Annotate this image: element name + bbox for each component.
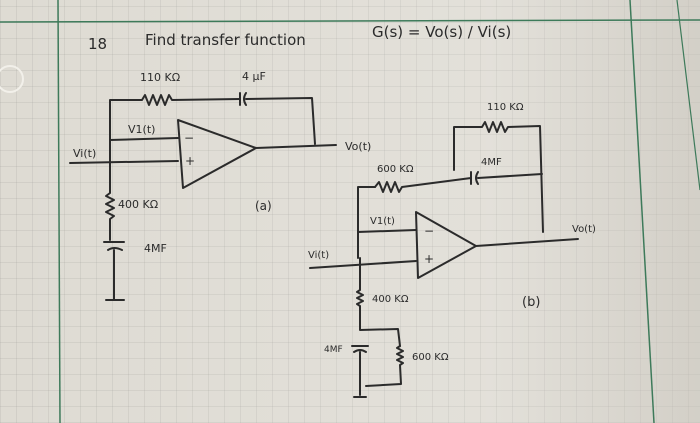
b-opamp	[415, 211, 477, 279]
b-ground-resistor-parallel	[365, 345, 404, 387]
b-ground-capacitor-label: 4MF	[324, 345, 343, 355]
b-opamp-minus: −	[424, 224, 434, 238]
a-ground-resistor	[105, 139, 115, 241]
b-input-wire	[309, 260, 417, 269]
a-feedback-capacitor	[239, 92, 316, 145]
a-input-wire	[69, 160, 179, 164]
top-margin-line	[0, 19, 700, 23]
b-ground-resistor-top-label: 400 KΩ	[372, 294, 409, 305]
a-ground-capacitor-label: 4MF	[144, 242, 167, 255]
left-margin-line	[57, 0, 61, 423]
a-ground-capacitor	[103, 241, 125, 301]
a-ground-resistor-label: 400 KΩ	[118, 198, 158, 211]
b-ground-capacitor	[351, 345, 369, 398]
a-feedback-capacitor-label: 4 μF	[242, 70, 266, 83]
b-opamp-plus: +	[424, 252, 434, 266]
b-output-wire	[475, 238, 579, 247]
a-opamp	[177, 119, 257, 189]
a-figure-label: (a)	[255, 199, 272, 213]
problem-number: 18	[88, 35, 107, 53]
b-ground-resistor-top	[356, 257, 401, 347]
b-node-wire	[357, 186, 376, 259]
right-margin-line	[629, 0, 655, 423]
a-output-label: Vo(t)	[345, 140, 371, 153]
transfer-function-formula: G(s) = Vo(s) / Vi(s)	[372, 23, 511, 41]
a-input-label: Vi(t)	[73, 147, 96, 160]
a-opamp-minus: −	[184, 131, 194, 145]
b-ground-resistor-parallel-label: 600 KΩ	[412, 352, 449, 363]
b-feedback-resistor	[453, 121, 544, 233]
b-figure-label: (b)	[522, 295, 540, 310]
circuit-b: 110 KΩ 4MF 600 KΩ − + V1(t) Vi(t) Vo(t) …	[308, 102, 596, 398]
b-feedback-resistor-label: 110 KΩ	[487, 102, 524, 113]
circuit-a: 110 KΩ 4 μF − + V1(t) Vi(t) Vo(t) 400 KΩ…	[69, 70, 371, 301]
page-edge-line	[676, 0, 700, 191]
binder-hole	[0, 65, 24, 93]
a-output-wire	[255, 144, 337, 149]
a-opamp-plus: +	[185, 154, 195, 168]
a-feedback-resistor-label: 110 KΩ	[140, 71, 180, 84]
b-feedback-capacitor-label: 4MF	[481, 157, 502, 168]
b-inverting-wire	[357, 229, 417, 233]
b-output-label: Vo(t)	[572, 224, 596, 235]
problem-prompt: Find transfer function	[145, 31, 306, 49]
a-inverting-wire	[109, 137, 179, 141]
a-feedback-resistor	[109, 94, 241, 141]
b-input-label: Vi(t)	[308, 250, 329, 261]
b-series-resistor-label: 600 KΩ	[377, 164, 414, 175]
a-node-v1-label: V1(t)	[128, 123, 155, 136]
b-series-resistor-and-capacitor	[374, 171, 543, 193]
b-node-v1-label: V1(t)	[370, 216, 395, 227]
